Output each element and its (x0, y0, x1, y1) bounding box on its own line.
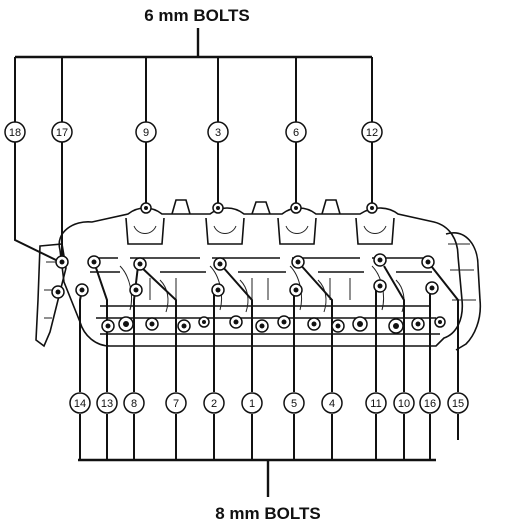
callout-15: 15 (447, 392, 469, 414)
callout-label: 9 (143, 127, 149, 139)
callout-label: 6 (293, 127, 299, 139)
callout-label: 3 (215, 127, 221, 139)
bolt-heads (51, 202, 446, 334)
callout-1: 1 (241, 392, 263, 414)
callout-label: 11 (370, 398, 381, 410)
callout-13: 13 (96, 392, 118, 414)
callout-label: 16 (424, 398, 436, 410)
callout-label: 15 (452, 398, 464, 410)
callout-label: 18 (9, 127, 21, 139)
callout-9: 9 (135, 121, 157, 143)
callout-7: 7 (165, 392, 187, 414)
callout-6: 6 (285, 121, 307, 143)
callout-label: 12 (366, 127, 378, 139)
callout-label: 1 (249, 398, 255, 410)
callout-label: 14 (74, 398, 86, 410)
callout-2: 2 (203, 392, 225, 414)
callout-5: 5 (283, 392, 305, 414)
callout-label: 10 (398, 398, 410, 410)
bottom-bus (78, 458, 436, 497)
callout-14: 14 (69, 392, 91, 414)
callout-label: 17 (56, 127, 68, 139)
callout-label: 4 (329, 398, 335, 410)
callout-label: 13 (101, 398, 113, 410)
callout-17-top: 17 (51, 121, 73, 143)
callout-12: 12 (361, 121, 383, 143)
callout-11: 11 (365, 392, 387, 414)
bottom-title: 8 mm BOLTS (215, 504, 320, 523)
top-title: 6 mm BOLTS (144, 6, 249, 25)
callout-label: 5 (291, 398, 297, 410)
top-bus (15, 28, 372, 59)
bottom-leaders (79, 414, 459, 460)
callout-18: 18 (4, 121, 26, 143)
callout-16: 16 (419, 392, 441, 414)
top-leaders (14, 57, 373, 263)
callout-8: 8 (123, 392, 145, 414)
callout-4: 4 (321, 392, 343, 414)
callout-10: 10 (393, 392, 415, 414)
callout-label: 2 (211, 398, 217, 410)
top-callouts: 18 17 9 3 6 12 (4, 121, 383, 143)
callout-label: 7 (173, 398, 179, 410)
callout-3: 3 (207, 121, 229, 143)
bottom-callouts: 14 13 8 7 2 1 5 4 (69, 392, 469, 414)
callout-label: 8 (131, 398, 137, 410)
